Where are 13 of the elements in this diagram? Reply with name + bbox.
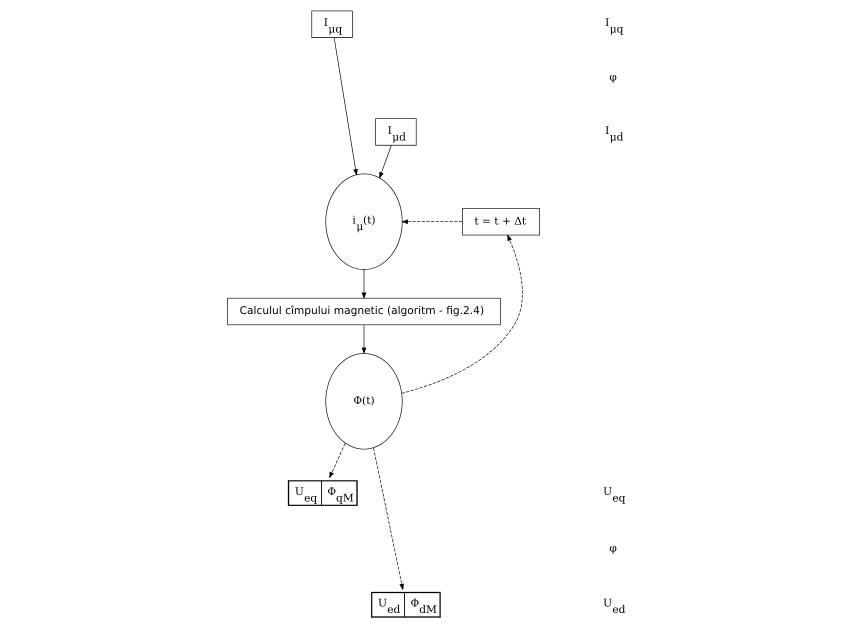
- node-box: t = t + Δt: [462, 208, 540, 236]
- label: φ: [609, 541, 617, 554]
- arrow: [329, 442, 346, 479]
- node-ellipse: Φ(t): [325, 353, 403, 450]
- label: φ: [609, 70, 617, 84]
- arrow: [334, 37, 358, 176]
- arrow: [362, 269, 366, 300]
- arrow: [379, 144, 392, 179]
- node-box: Calculul cîmpului magnetic (algoritm - fig.2.4): [227, 298, 501, 326]
- arrow: [401, 234, 523, 394]
- arrow: [362, 324, 366, 354]
- arrow: [373, 448, 404, 590]
- arrow: [401, 219, 463, 224]
